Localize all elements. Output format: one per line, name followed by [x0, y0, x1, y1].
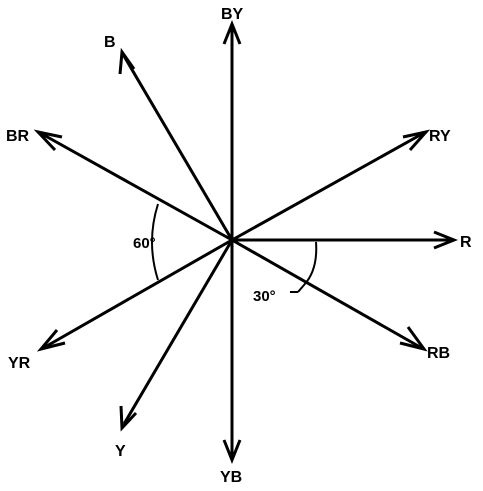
label-y: Y [115, 443, 126, 460]
arrowhead-r [433, 230, 459, 250]
ray-rb [231, 238, 421, 349]
label-r: R [460, 234, 472, 251]
label-ry: RY [429, 128, 451, 145]
angle-label-60: 60° [133, 235, 156, 252]
arrowhead-b [118, 47, 136, 75]
ray-y [122, 239, 234, 425]
arrowhead-rb [399, 326, 428, 352]
angle-label-30: 30° [253, 288, 276, 305]
ray-br [41, 132, 233, 242]
ray-ry [231, 132, 423, 242]
arrowhead-ry [402, 129, 431, 151]
arrowhead-br [33, 129, 63, 152]
label-br: BR [6, 128, 30, 145]
ray-yr [44, 238, 233, 349]
arrowhead-yb [222, 439, 242, 465]
label-b: B [104, 34, 116, 51]
label-yr: YR [8, 355, 31, 372]
ray-b [122, 55, 234, 241]
arc-30 [297, 241, 318, 293]
label-by: BY [221, 6, 244, 23]
arrowhead-by [222, 19, 242, 45]
arrowhead-y [119, 405, 138, 432]
arrowheads [33, 19, 459, 465]
vector-labels: BY B BR RY R RB YR Y YB [6, 6, 472, 486]
arc-60 [151, 203, 159, 281]
arrowhead-yr [36, 329, 66, 352]
vector-rays [41, 28, 450, 456]
label-rb: RB [427, 345, 450, 362]
label-yb: YB [220, 469, 242, 486]
